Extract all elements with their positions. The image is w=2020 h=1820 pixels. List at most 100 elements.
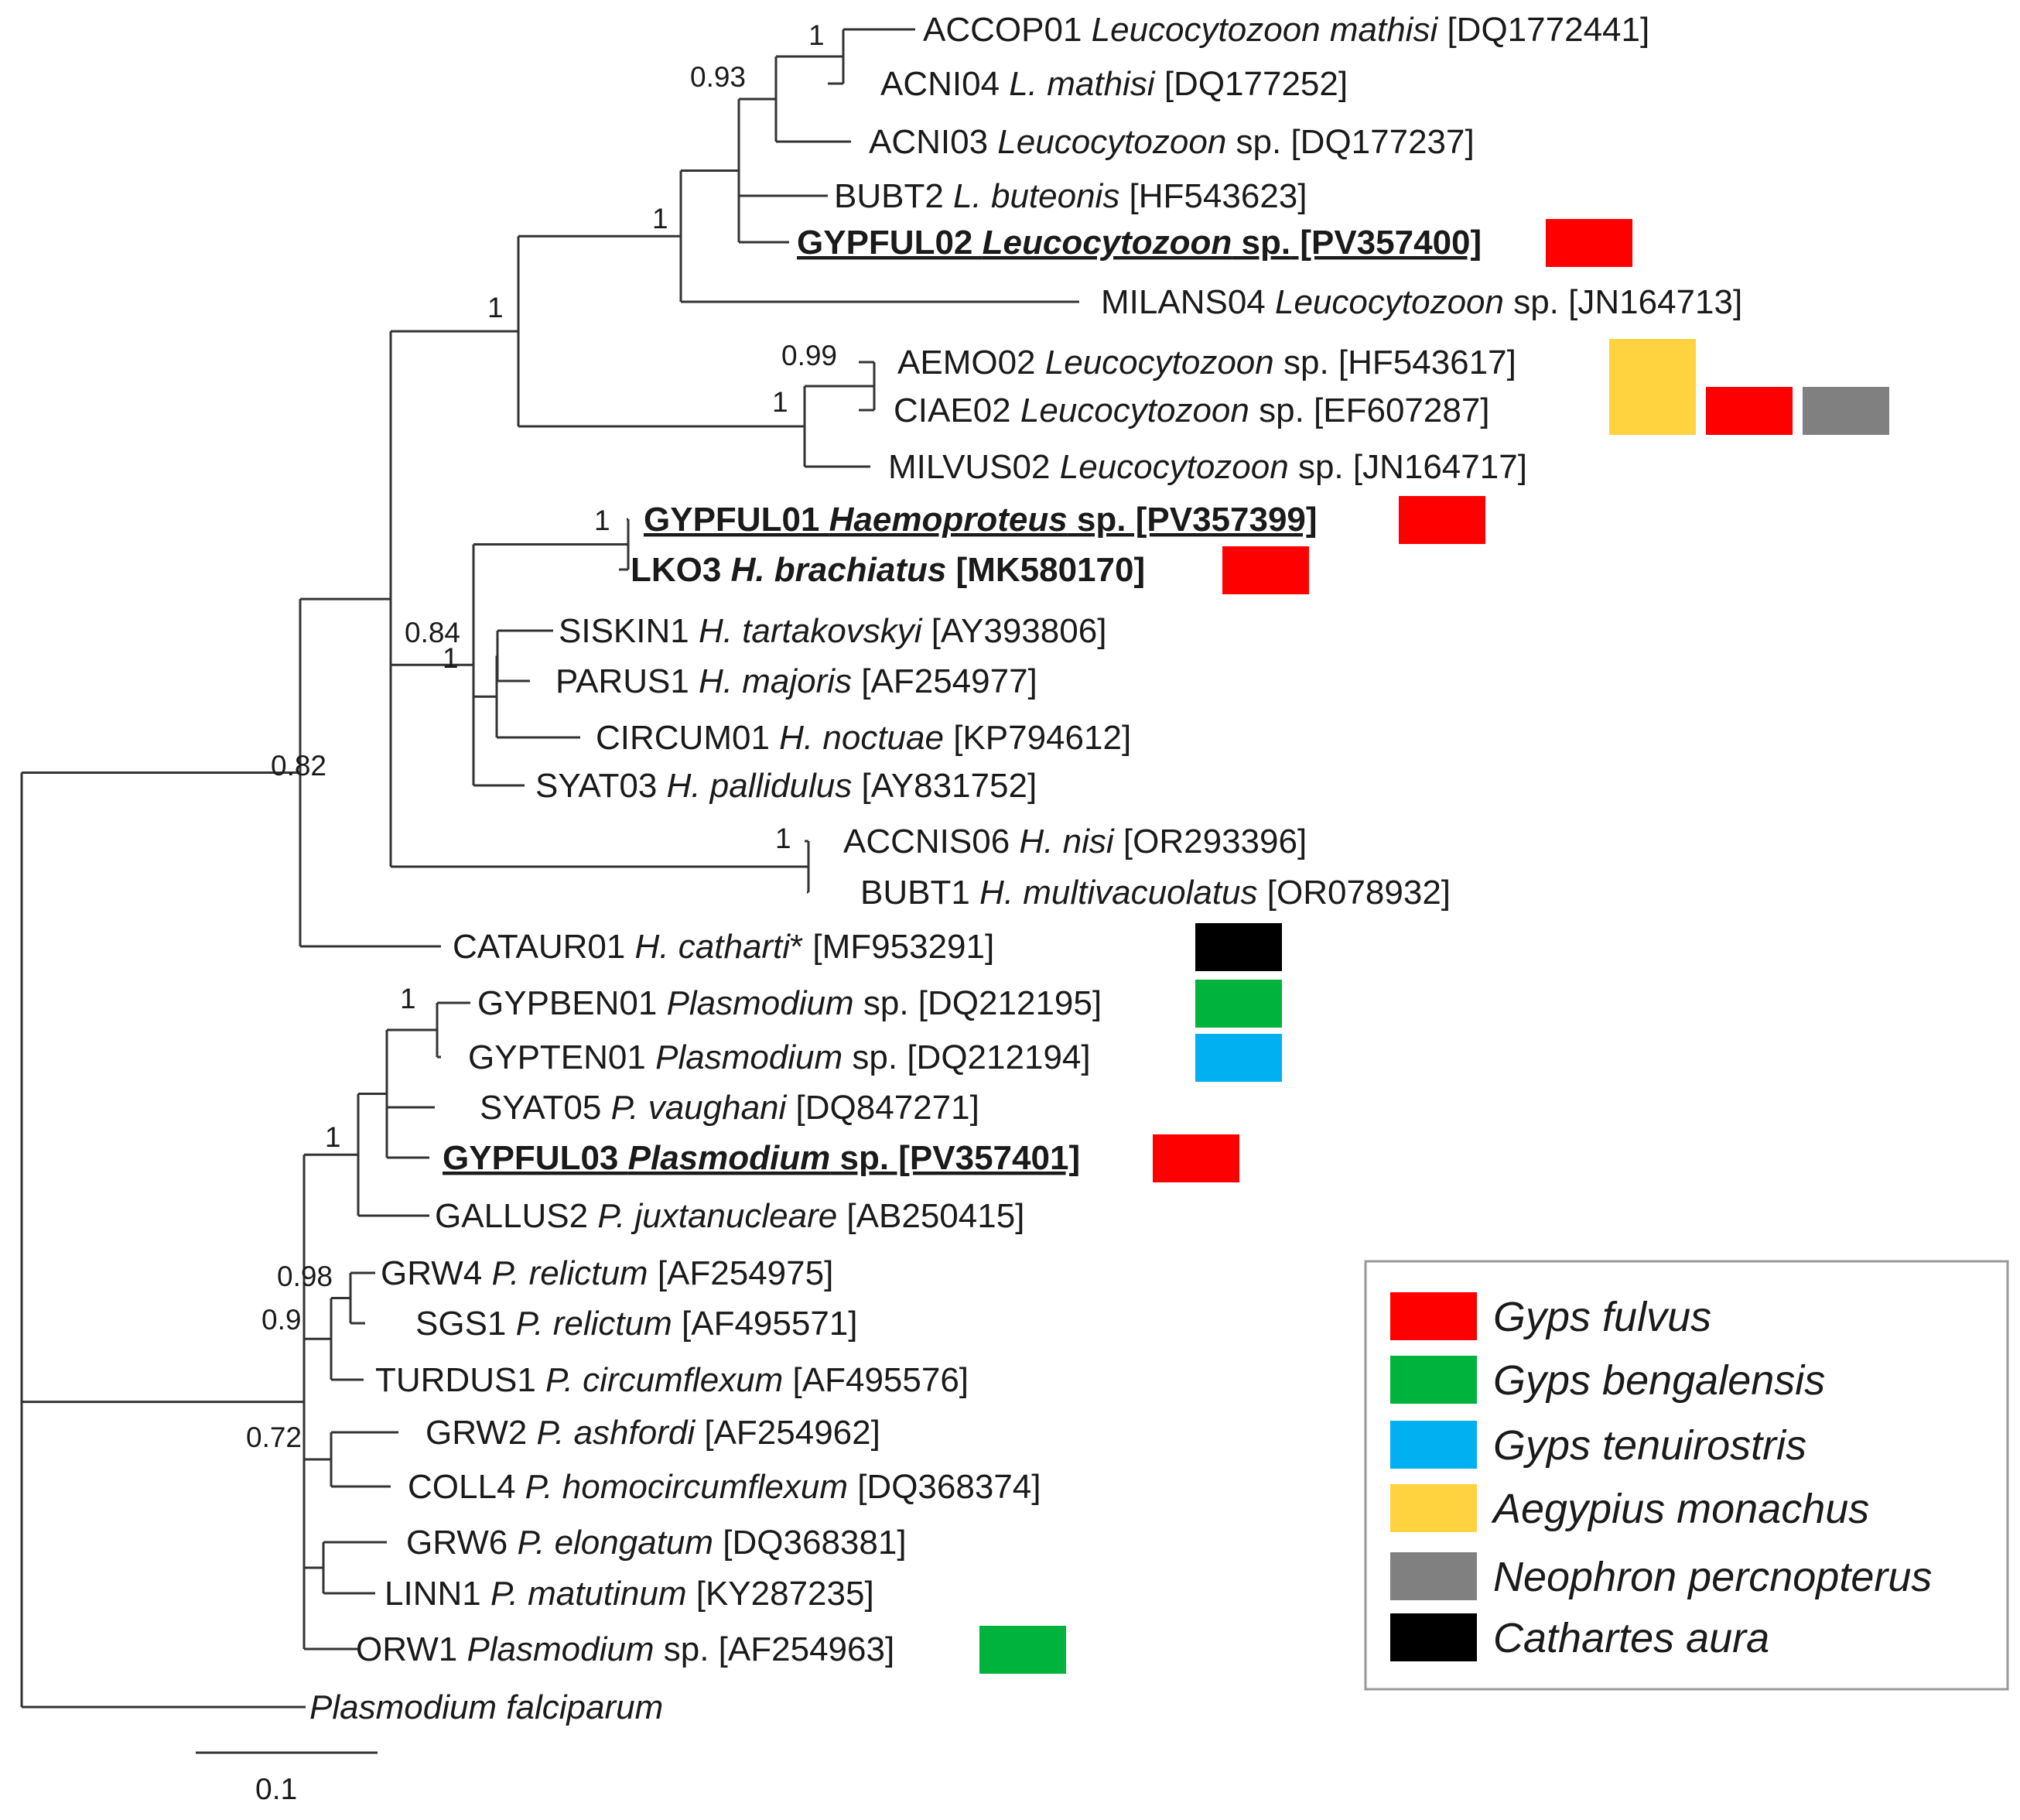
taxon-code: GRW2 bbox=[426, 1414, 536, 1452]
support-value: 1 bbox=[487, 292, 504, 323]
taxon-species: H. tartakovskyi bbox=[699, 612, 923, 650]
host-box-cathartes-aura bbox=[1195, 923, 1282, 971]
taxon-label: SYAT05 P. vaughani [DQ847271] bbox=[480, 1089, 979, 1127]
taxon-species: P. vaughani bbox=[611, 1089, 788, 1127]
taxon-label: ACNI03 Leucocytozoon sp. [DQ177237] bbox=[869, 123, 1475, 161]
taxon-species: Leucocytozoon bbox=[1045, 344, 1274, 381]
taxon-label: CATAUR01 H. catharti* [MF953291] bbox=[453, 928, 994, 966]
taxon-label: GYPFUL03 Plasmodium sp. [PV357401] bbox=[443, 1139, 1080, 1177]
taxon-accession: [MK580170] bbox=[946, 551, 1145, 589]
taxon-species: P. homocircumflexum bbox=[525, 1468, 848, 1506]
taxon-label: GRW4 P. relictum [AF254975] bbox=[381, 1254, 833, 1292]
taxon-accession: [DQ212194] bbox=[897, 1038, 1091, 1076]
taxon-label: SGS1 P. relictum [AF495571] bbox=[415, 1305, 858, 1343]
support-value: 1 bbox=[594, 505, 610, 536]
taxon-accession: [EF607287] bbox=[1304, 392, 1490, 429]
taxon-accession: [AF495576] bbox=[783, 1361, 969, 1399]
support-value: 1 bbox=[325, 1121, 341, 1153]
taxon-accession: [PV357401] bbox=[889, 1139, 1080, 1177]
taxon-label: GYPFUL02 Leucocytozoon sp. [PV357400] bbox=[797, 224, 1482, 262]
taxon-code: TURDUS1 bbox=[375, 1361, 545, 1399]
support-value: 0.84 bbox=[405, 617, 460, 648]
taxon-code: CIAE02 bbox=[894, 392, 1020, 429]
support-value: 0.98 bbox=[277, 1261, 333, 1292]
taxon-accession: [AF495571] bbox=[672, 1305, 858, 1343]
taxon-code: GRW4 bbox=[381, 1254, 491, 1292]
taxon-species: L. buteonis bbox=[953, 177, 1119, 215]
host-boxes bbox=[979, 219, 1889, 1674]
taxon-code: MILANS04 bbox=[1101, 283, 1275, 321]
host-box-gyps-bengalensis bbox=[979, 1626, 1066, 1674]
taxon-label: GYPFUL01 Haemoproteus sp. [PV357399] bbox=[644, 501, 1318, 539]
taxon-label: Plasmodium falciparum bbox=[309, 1688, 663, 1726]
taxon-accession: [DQ1772441] bbox=[1437, 11, 1649, 49]
scale-bar-label: 0.1 bbox=[255, 1773, 297, 1806]
scale-bar: 0.1 bbox=[196, 1751, 378, 1806]
taxon-accession: [AB250415] bbox=[837, 1197, 1024, 1235]
support-value: 0.93 bbox=[690, 61, 746, 93]
taxon-species: P. relictum bbox=[516, 1305, 672, 1343]
support-value: 0.99 bbox=[781, 340, 837, 371]
taxon-label: LINN1 P. matutinum [KY287235] bbox=[385, 1575, 874, 1613]
taxon-code: ORW1 bbox=[356, 1630, 467, 1668]
legend-swatch-aegypius-monachus bbox=[1390, 1484, 1477, 1532]
host-box-gyps-fulvus bbox=[1153, 1134, 1239, 1182]
taxon-label: COLL4 P. homocircumflexum [DQ368374] bbox=[408, 1468, 1041, 1506]
taxon-accession: [AF254962] bbox=[695, 1414, 880, 1452]
taxon-label: MILVUS02 Leucocytozoon sp. [JN164717] bbox=[888, 448, 1527, 486]
taxon-accession: [AF254977] bbox=[852, 662, 1037, 700]
taxon-accession: [KY287235] bbox=[687, 1575, 874, 1613]
taxon-labels: ACCOP01 Leucocytozoon mathisi [DQ1772441… bbox=[309, 11, 1742, 1726]
taxon-species: H. nisi bbox=[1019, 823, 1114, 860]
taxon-species-suffix: sp. bbox=[843, 1038, 897, 1076]
legend-label-aegypius-monachus: Aegypius monachus bbox=[1491, 1486, 1869, 1532]
taxon-species: H. catharti bbox=[635, 928, 791, 966]
taxon-species: H. brachiatus bbox=[731, 551, 947, 589]
taxon-label: SYAT03 H. pallidulus [AY831752] bbox=[535, 767, 1037, 805]
taxon-accession: [OR293396] bbox=[1114, 823, 1307, 860]
taxon-label: BUBT1 H. multivacuolatus [OR078932] bbox=[860, 874, 1451, 912]
taxon-species-suffix: sp. bbox=[1274, 344, 1329, 381]
taxon-label: ACCNIS06 H. nisi [OR293396] bbox=[843, 823, 1307, 860]
taxon-accession: [HF543623] bbox=[1119, 177, 1307, 215]
taxon-code: BUBT2 bbox=[834, 177, 953, 215]
taxon-accession: [JN164713] bbox=[1559, 283, 1742, 321]
taxon-accession: [PV357399] bbox=[1126, 501, 1318, 539]
taxon-accession: [DQ847271] bbox=[786, 1089, 979, 1127]
taxon-code: GRW6 bbox=[406, 1524, 517, 1562]
taxon-code: CATAUR01 bbox=[453, 928, 635, 966]
taxon-code: CIRCUM01 bbox=[596, 719, 779, 757]
taxon-species: Plasmodium bbox=[655, 1038, 843, 1076]
support-value: 1 bbox=[443, 642, 459, 674]
legend-label-gyps-tenuirostris: Gyps tenuirostris bbox=[1493, 1422, 1806, 1469]
taxon-label: SISKIN1 H. tartakovskyi [AY393806] bbox=[559, 612, 1106, 650]
taxon-accession: [DQ177252] bbox=[1155, 65, 1348, 103]
taxon-label: ORW1 Plasmodium sp. [AF254963] bbox=[356, 1630, 894, 1668]
support-value: 1 bbox=[775, 823, 791, 854]
taxon-label: AEMO02 Leucocytozoon sp. [HF543617] bbox=[897, 344, 1516, 381]
taxon-label: GRW2 P. ashfordi [AF254962] bbox=[426, 1414, 880, 1452]
taxon-code: ACCOP01 bbox=[923, 11, 1092, 49]
taxon-accession: [AF254975] bbox=[648, 1254, 834, 1292]
taxon-code: MILVUS02 bbox=[888, 448, 1060, 486]
taxon-code: GALLUS2 bbox=[435, 1197, 597, 1235]
taxon-species: Plasmodium bbox=[667, 984, 854, 1022]
taxon-species-suffix: sp. bbox=[1249, 392, 1304, 429]
taxon-label: PARUS1 H. majoris [AF254977] bbox=[555, 662, 1037, 700]
host-box-gyps-fulvus bbox=[1546, 219, 1632, 267]
taxon-label: GYPTEN01 Plasmodium sp. [DQ212194] bbox=[468, 1038, 1091, 1076]
taxon-accession: [KP794612] bbox=[944, 719, 1131, 757]
taxon-code: LKO3 bbox=[631, 551, 731, 589]
support-value: 0.9 bbox=[261, 1304, 301, 1336]
taxon-code: SGS1 bbox=[415, 1305, 516, 1343]
taxon-code: GYPFUL02 bbox=[797, 224, 983, 262]
taxon-code: ACNI03 bbox=[869, 123, 997, 161]
taxon-label: CIAE02 Leucocytozoon sp. [EF607287] bbox=[894, 392, 1490, 429]
host-box-gyps-bengalensis bbox=[1195, 980, 1282, 1028]
taxon-code: GYPFUL01 bbox=[644, 501, 829, 539]
taxon-species: Plasmodium bbox=[628, 1139, 831, 1177]
legend-label-gyps-fulvus: Gyps fulvus bbox=[1493, 1294, 1711, 1340]
